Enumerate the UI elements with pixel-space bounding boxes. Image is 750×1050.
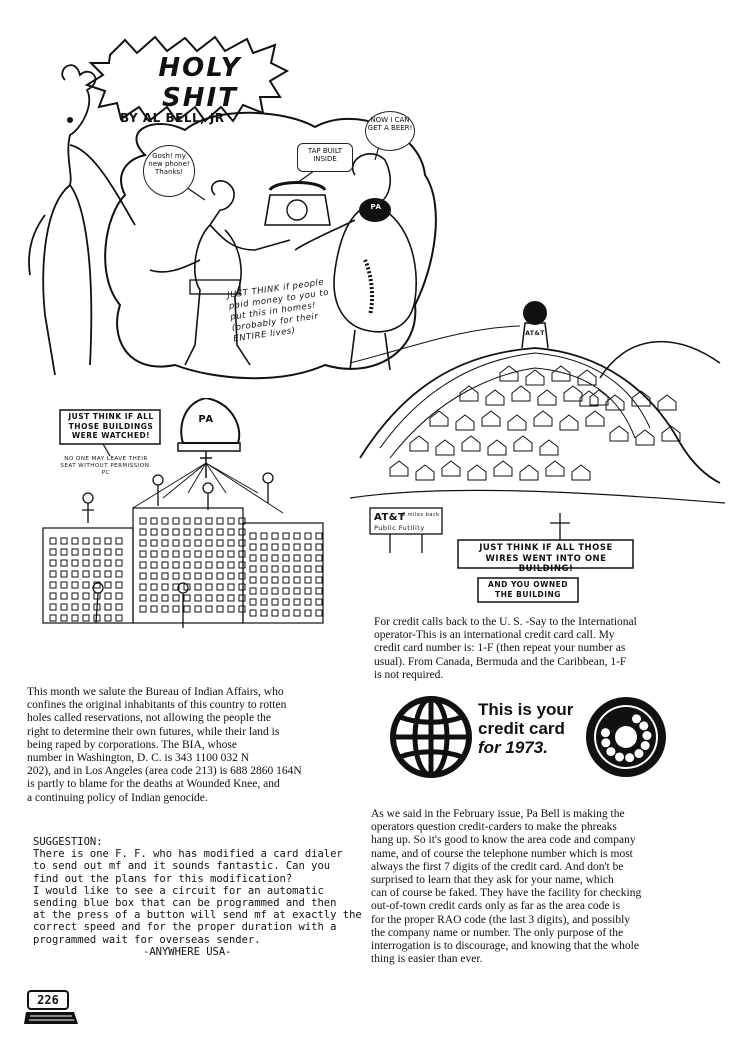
bia-line: 202), and in Los Angeles (area code 213)…	[27, 765, 302, 778]
terminal-icon	[24, 990, 78, 1024]
att-hill-cartoon: AT&T AT&T 2 miles back Public Futility J…	[349, 268, 726, 608]
suggestion-line: sending blue box that can be programmed …	[33, 897, 337, 910]
suggestion-heading: SUGGESTION:	[33, 836, 103, 848]
credit-call-line: is not required.	[374, 668, 444, 681]
credit-call-paragraph: For credit calls back to the U. S. -Say …	[374, 616, 719, 682]
owned-caption: AND YOU OWNED THE BUILDING	[488, 580, 568, 599]
suggestion-line: There is one F. F. who has modified a ca…	[33, 848, 343, 861]
suggestion-line: find out the plans for this modification…	[33, 872, 293, 885]
rotary-dial-icon	[586, 697, 666, 777]
buildings-cartoon: JUST THINK IF ALL THOSE BUILDINGS WERE W…	[38, 396, 338, 648]
bia-line: a continuing policy of Indian genocide.	[27, 791, 208, 804]
ad-text: This is your credit card for 1973.	[478, 700, 573, 757]
credit-call-line: For credit calls back to the U. S. -Say …	[374, 616, 637, 628]
bia-line: is partly to blame for the deaths at Wou…	[27, 778, 280, 791]
bia-line: holes called reservations, not allowing …	[27, 712, 271, 725]
ad-line-3: for 1973.	[478, 738, 548, 757]
credit-call-line: usual). From Canada, Bermuda and the Car…	[374, 655, 627, 668]
comic-title: HOLY SHIT	[158, 53, 242, 113]
page-number-terminal: 226	[24, 990, 80, 1032]
pa-bell-line: can of course be faked. They have the fa…	[371, 887, 642, 900]
pa-bell-line: name, and of course the telephone number…	[371, 847, 633, 860]
pa-bell-line: always the first 7 digits of the credit …	[371, 860, 624, 873]
speech-bubble-gosh: Gosh! my new phone! Thanks!	[143, 145, 195, 197]
pa-bell-line: surprised to learn that they ask for you…	[371, 874, 614, 887]
suggestion-line: programmed wait for overseas sender.	[33, 933, 261, 946]
bia-line: confines the original inhabitants of thi…	[27, 699, 287, 712]
att-tower-label: AT&T	[525, 330, 545, 337]
bia-line: number in Washington, D. C. is 343 1100 …	[27, 752, 250, 765]
no-one-caption: NO ONE MAY LEAVE THEIR SEAT WITHOUT PERM…	[60, 456, 152, 476]
speech-bubble-tap: TAP BUILT INSIDE	[297, 143, 353, 172]
pa-bell-line: for the proper RAO code (the last 3 digi…	[371, 913, 631, 926]
credit-call-line: credit card number is: 1-F (then repeat …	[374, 642, 626, 655]
pa-bell-line: operators question credit-carders to mak…	[371, 821, 617, 834]
pa-bell-line: the company name or number. The only pur…	[371, 926, 624, 939]
pa-badge: PA	[370, 203, 382, 211]
pa-bell-line: As we said in the February issue, Pa Bel…	[371, 808, 625, 820]
houses	[389, 365, 681, 481]
buildings-drawing	[42, 396, 324, 628]
credit-card-ad: This is your credit card for 1973.	[388, 692, 728, 782]
pa-bell-line: interrogation is to discourage, and know…	[371, 940, 639, 953]
holy-shit-cartoon: HOLY SHIT BY AL BELL, JR Gosh! my new ph…	[25, 35, 445, 385]
suggestion-signature: -ANYWHERE USA-	[143, 945, 232, 958]
globe-icon	[390, 696, 472, 778]
att-sign: AT&T	[374, 512, 406, 523]
byline: BY AL BELL, JR	[120, 111, 225, 125]
bia-line: being raped by corporations. The BIA, wh…	[27, 738, 237, 751]
ad-line-2: credit card	[478, 719, 565, 738]
pa-bell-line: hang up. So it's good to know the area c…	[371, 834, 636, 847]
building-windows	[49, 517, 323, 622]
suggestion-line: I would like to see a circuit for an aut…	[33, 884, 324, 897]
miles-sign: 2 miles back	[402, 512, 440, 518]
pa-bell-line: out-of-town credit cards only as far as …	[371, 900, 621, 913]
holy-shit-drawing	[28, 35, 437, 380]
bia-line: right to determine their own futures, wh…	[27, 725, 280, 738]
ad-line-1: This is your	[478, 700, 574, 719]
public-futility-sign: Public Futility	[374, 524, 425, 532]
suggestion-line: correct speed and for the proper duratio…	[33, 921, 337, 934]
pa-dome-label: PA	[198, 414, 214, 425]
credit-call-line: operator-This is an international credit…	[374, 629, 615, 642]
buildings-caption: JUST THINK IF ALL THOSE BUILDINGS WERE W…	[68, 412, 154, 440]
suggestion-line: at the press of a button will send mf at…	[33, 909, 362, 922]
suggestion-line: to send out mf and it sounds fantastic. …	[33, 860, 331, 873]
pa-bell-paragraph: As we said in the February issue, Pa Bel…	[371, 808, 726, 966]
bia-line: This month we salute the Bureau of India…	[27, 686, 284, 698]
page-number: 226	[37, 993, 59, 1007]
wires-caption: JUST THINK IF ALL THOSE WIRES WENT INTO …	[479, 543, 613, 574]
pa-bell-line: thing is easier than ever.	[371, 953, 483, 966]
speech-bubble-beer: NOW I CAN GET A BEER!	[365, 111, 415, 151]
bia-paragraph: This month we salute the Bureau of India…	[27, 686, 357, 805]
suggestion-letter: SUGGESTION: There is one F. F. who has m…	[33, 836, 362, 958]
att-hill-drawing	[349, 301, 726, 603]
